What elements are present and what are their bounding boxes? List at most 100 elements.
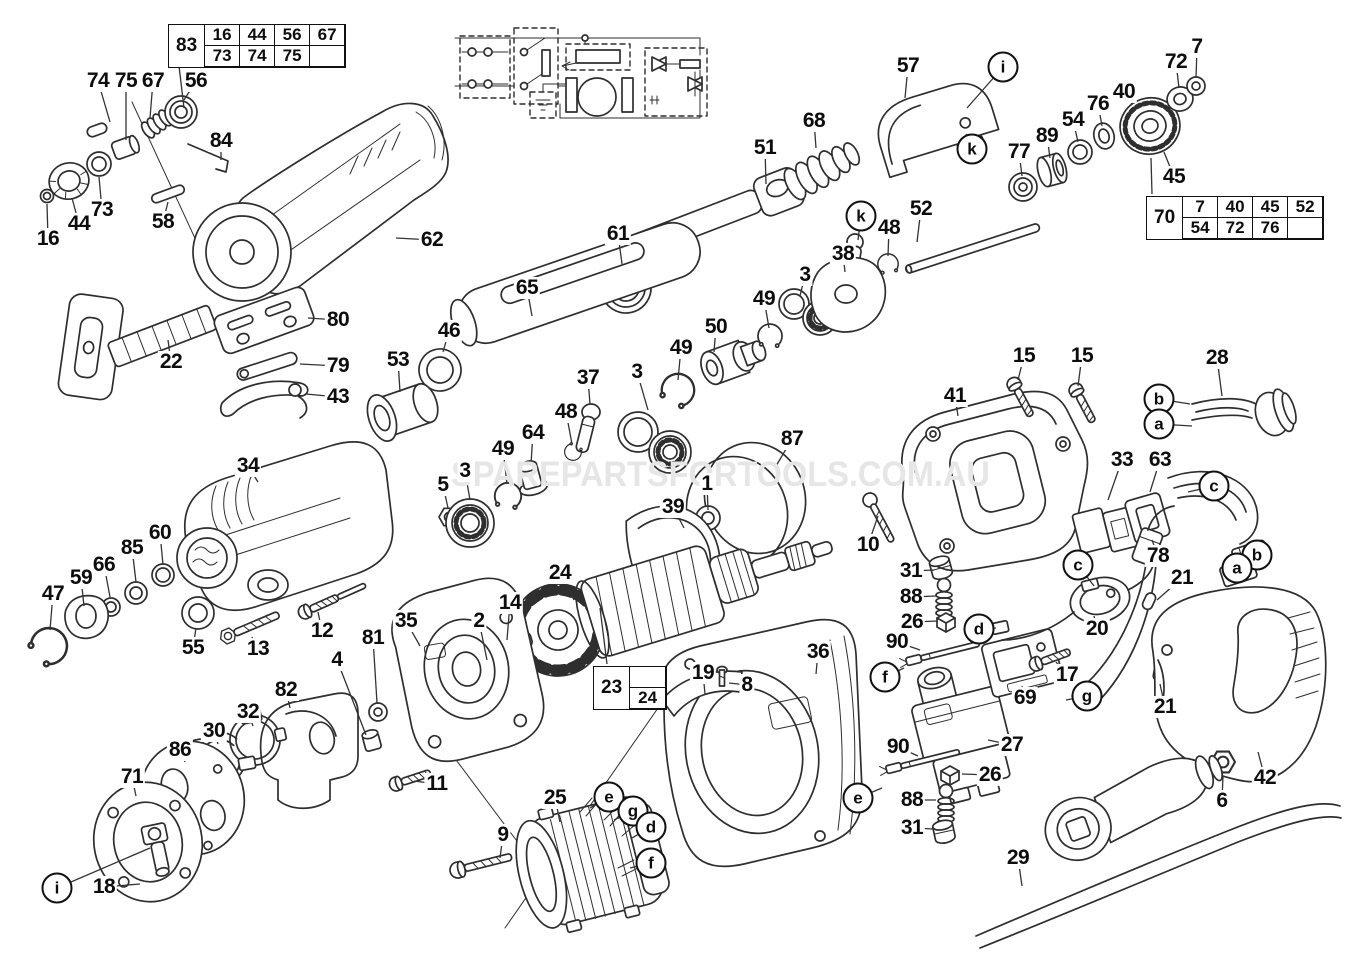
part-label-50: 50 — [702, 314, 730, 339]
part-label-76: 76 — [1084, 91, 1112, 116]
ref-table-cell: 24 — [630, 688, 667, 709]
part-label-6: 6 — [1214, 788, 1230, 813]
wiring-diagram — [454, 27, 708, 119]
part-label-52: 52 — [907, 196, 935, 221]
part-label-61: 61 — [604, 221, 632, 246]
leader-line — [599, 607, 608, 665]
part-label-4: 4 — [329, 647, 345, 672]
part-label-34: 34 — [234, 453, 262, 478]
callout-e: e — [842, 782, 874, 814]
part-label-32: 32 — [234, 699, 262, 724]
part-label-87: 87 — [778, 426, 806, 451]
part-label-31: 31 — [898, 815, 926, 840]
part-label-25: 25 — [541, 785, 569, 810]
part-label-14: 14 — [496, 590, 524, 615]
part-label-9: 9 — [495, 822, 511, 847]
ref-table-cell: 67 — [310, 25, 346, 46]
callout-f: f — [635, 847, 667, 879]
part-label-46: 46 — [435, 318, 463, 343]
part-label-47: 47 — [39, 581, 67, 606]
part-label-3: 3 — [797, 262, 813, 287]
part-label-57: 57 — [894, 53, 922, 78]
part-label-12: 12 — [308, 618, 336, 643]
end-cap-55 — [181, 596, 215, 630]
part-label-90: 90 — [884, 734, 912, 759]
ref-table-cell: 54 — [1183, 218, 1219, 239]
cord-grommet-28 — [1191, 388, 1297, 437]
bearing-plate-35 — [391, 577, 545, 763]
part-label-59: 59 — [67, 565, 95, 590]
part-label-51: 51 — [751, 135, 779, 160]
ring-3c — [778, 288, 810, 320]
part-label-77: 77 — [1005, 139, 1033, 164]
callout-d: d — [635, 811, 667, 843]
washer-7 — [1186, 76, 1206, 96]
part-label-48: 48 — [552, 399, 580, 424]
part-label-3: 3 — [629, 359, 645, 384]
part-label-74: 74 — [84, 68, 112, 93]
part-label-21: 21 — [1151, 694, 1179, 719]
part-label-15: 15 — [1010, 343, 1038, 368]
part-label-5: 5 — [435, 472, 451, 497]
callout-i: i — [41, 872, 73, 904]
part-label-43: 43 — [324, 384, 352, 409]
part-label-2: 2 — [471, 608, 487, 633]
part-label-88: 88 — [898, 787, 926, 812]
screw-8 — [716, 665, 728, 687]
callout-k: k — [845, 200, 877, 232]
part-label-22: 22 — [157, 349, 185, 374]
handle-housing-41 — [901, 390, 1089, 572]
leader-line — [336, 659, 367, 736]
part-label-90: 90 — [883, 629, 911, 654]
rear-handle-42 — [1151, 586, 1327, 783]
gear-50 — [700, 339, 767, 386]
part-label-39: 39 — [659, 494, 687, 519]
watermark: SPAREPARTSFORTOOLS.COM.AU — [451, 455, 990, 494]
part-label-28: 28 — [1203, 345, 1231, 370]
bearing-3b — [648, 430, 692, 474]
part-label-75: 75 — [112, 68, 140, 93]
ref-table-cell: 44 — [240, 25, 276, 46]
part-label-33: 33 — [1108, 447, 1136, 472]
part-label-64: 64 — [519, 420, 547, 445]
armature-24 — [491, 540, 833, 677]
part-label-42: 42 — [1251, 765, 1279, 790]
motor-cover-82 — [259, 692, 359, 810]
bushing-53 — [366, 382, 439, 442]
part-label-80: 80 — [324, 307, 352, 332]
bushing-64 — [518, 460, 549, 497]
callout-a: a — [1143, 408, 1175, 440]
part-label-35: 35 — [392, 608, 420, 633]
part-label-36: 36 — [804, 639, 832, 664]
part-label-24: 24 — [546, 560, 574, 585]
part-label-69: 69 — [1011, 685, 1039, 710]
callout-c: c — [1062, 549, 1094, 581]
ref-table-cell: 76 — [1253, 218, 1289, 239]
part-label-7: 7 — [1189, 34, 1205, 59]
washer-76 — [1092, 122, 1116, 150]
part-label-68: 68 — [800, 108, 828, 133]
ring-54 — [1067, 139, 1093, 165]
part-label-1: 1 — [699, 471, 715, 496]
gear-housing-62 — [192, 102, 449, 302]
ref-table-cell — [630, 667, 667, 688]
part-label-26: 26 — [976, 762, 1004, 787]
leader-line — [56, 847, 151, 889]
cap-4 — [361, 729, 382, 752]
part-label-13: 13 — [244, 636, 272, 661]
part-label-31: 31 — [897, 558, 925, 583]
shoe-assembly-22 — [57, 293, 217, 401]
part-label-15: 15 — [1068, 343, 1096, 368]
part-label-38: 38 — [829, 241, 857, 266]
ref-table-cell — [1288, 218, 1324, 239]
part-label-84: 84 — [207, 128, 235, 153]
front-small-parts — [39, 95, 229, 204]
part-label-16: 16 — [34, 226, 62, 251]
part-label-49: 49 — [489, 436, 517, 461]
shaft-52 — [904, 223, 1041, 274]
part-label-55: 55 — [179, 635, 207, 660]
